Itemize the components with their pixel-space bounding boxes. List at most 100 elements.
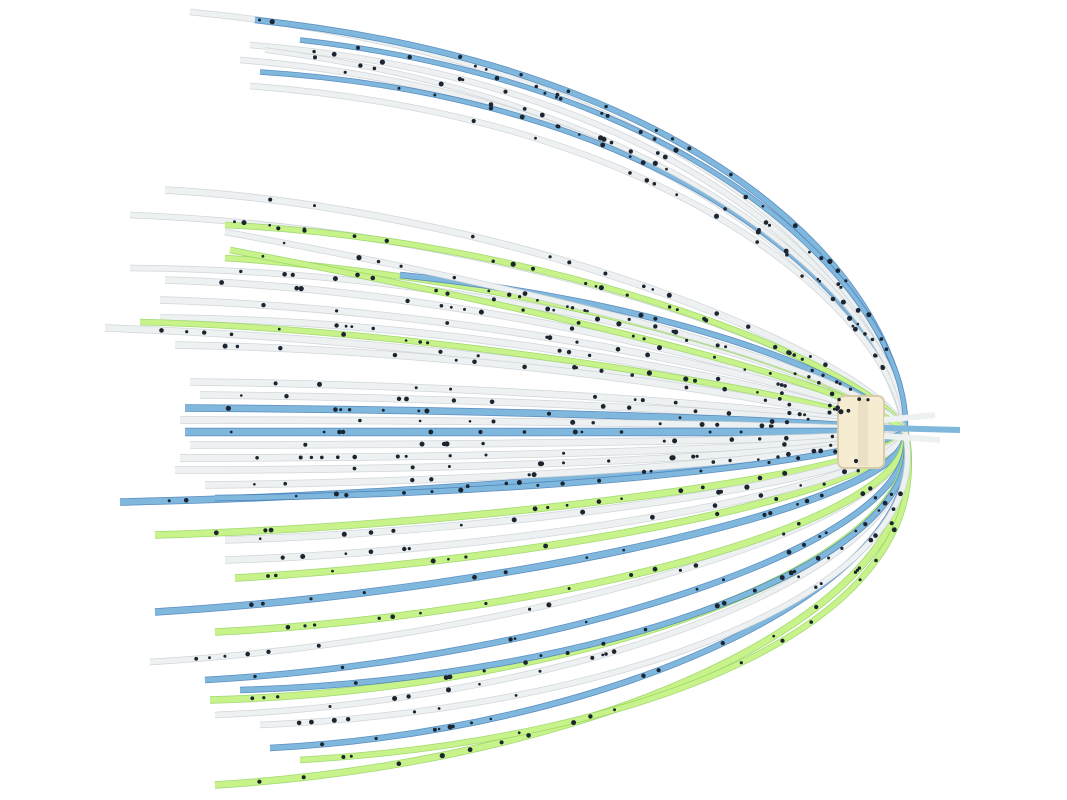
fleck-dot: [491, 419, 496, 424]
fleck-dot: [792, 223, 798, 229]
fleck-dot: [407, 54, 412, 60]
green-strand: [214, 431, 912, 788]
fleck-dot: [404, 339, 408, 342]
fleck-dot: [833, 449, 838, 454]
fleck-dot: [776, 382, 780, 386]
fleck-dot: [491, 297, 496, 302]
fleck-dot: [447, 557, 450, 561]
fleck-dot: [461, 78, 465, 82]
fleck-dot: [772, 634, 776, 638]
fleck-dot: [402, 546, 407, 552]
fleck-dot: [596, 499, 602, 504]
fleck-dot: [693, 378, 697, 383]
fleck-dot: [693, 409, 698, 414]
fleck-dot: [743, 194, 748, 200]
fleck-dot: [222, 343, 228, 349]
fleck-dot: [856, 469, 860, 473]
fleck-dot: [404, 454, 408, 458]
fleck-dot: [396, 761, 402, 766]
fleck-dot: [657, 345, 662, 351]
fleck-dot: [381, 408, 385, 412]
fleck-dot: [756, 391, 759, 394]
fleck-dot: [646, 370, 653, 376]
fleck-dot: [394, 353, 398, 357]
fleck-dot: [821, 373, 825, 377]
fleck-dot: [397, 86, 401, 90]
fleck-dot: [715, 511, 720, 517]
fleck-dot: [194, 656, 199, 661]
fleck-dot: [371, 326, 375, 331]
fleck-dot: [628, 149, 633, 154]
fleck-dot: [447, 724, 453, 730]
fleck-dot: [341, 531, 347, 537]
fleck-dot: [670, 137, 675, 141]
fleck-dot: [594, 285, 598, 288]
fleck-dot: [847, 315, 853, 321]
fleck-dot: [522, 291, 528, 296]
fleck-dot: [642, 284, 646, 289]
fleck-dot: [261, 254, 265, 258]
fleck-dot: [817, 380, 821, 385]
fleck-dot: [441, 441, 447, 447]
fleck-dot: [629, 573, 634, 577]
fleck-dot: [597, 478, 602, 483]
fleck-dot: [627, 405, 632, 410]
fleck-dot: [600, 111, 604, 115]
fleck-dot: [419, 441, 425, 447]
fleck-dot: [665, 167, 668, 171]
fleck-dot: [276, 695, 280, 699]
fleck-dot: [823, 362, 828, 368]
fleck-dot: [532, 506, 538, 512]
fleck-dot: [273, 381, 278, 386]
fleck-dot: [835, 408, 839, 412]
fleck-dot: [853, 570, 858, 574]
fleck-dot: [417, 409, 421, 413]
fleck-dot: [331, 717, 337, 723]
fleck-dot: [808, 355, 812, 358]
fleck-dot: [816, 277, 820, 281]
fleck-dot: [374, 736, 378, 741]
fleck-dot: [298, 286, 304, 292]
fleck-dot: [866, 312, 872, 318]
fleck-dot: [309, 455, 314, 460]
fleck-dot: [691, 454, 696, 459]
fleck-dot: [853, 326, 858, 332]
fleck-dot: [786, 549, 792, 555]
fleck-dot: [467, 747, 473, 753]
fleck-dot: [858, 578, 862, 582]
fleck-dot: [555, 124, 560, 129]
fleck-dot: [258, 537, 262, 540]
fleck-dot: [167, 499, 171, 503]
fleck-dot: [879, 337, 884, 341]
fleck-dot: [538, 669, 542, 673]
fleck-dot: [531, 472, 537, 478]
fleck-dot: [604, 104, 608, 109]
fleck-dot: [853, 458, 859, 464]
fleck-dot: [419, 611, 422, 615]
fleck-dot: [412, 710, 417, 714]
fleck-dot: [277, 327, 281, 331]
fleck-dot: [729, 172, 733, 177]
fleck-dot: [489, 717, 493, 721]
fleck-dot: [673, 400, 678, 405]
fleck-dot: [341, 755, 346, 759]
fleck-dot: [807, 375, 811, 379]
white-strand-stub: [883, 433, 941, 443]
fleck-dot: [368, 530, 374, 535]
fleck-dot: [183, 498, 189, 503]
fleck-dot: [376, 259, 381, 264]
fleck-dot: [832, 407, 836, 411]
fleck-dot: [810, 368, 814, 373]
fleck-dot: [854, 529, 858, 533]
fleck-dot: [543, 91, 547, 95]
fleck-dot: [478, 429, 483, 435]
fleck-dot: [672, 438, 678, 444]
fleck-dot: [313, 55, 317, 60]
fleck-dot: [702, 316, 707, 321]
fleck-dot: [773, 344, 778, 350]
fleck-dot: [829, 391, 835, 397]
fleck-dot: [616, 321, 622, 327]
fleck-dot: [562, 461, 565, 465]
fleck-dot: [333, 491, 339, 497]
fleck-dot: [471, 118, 476, 124]
